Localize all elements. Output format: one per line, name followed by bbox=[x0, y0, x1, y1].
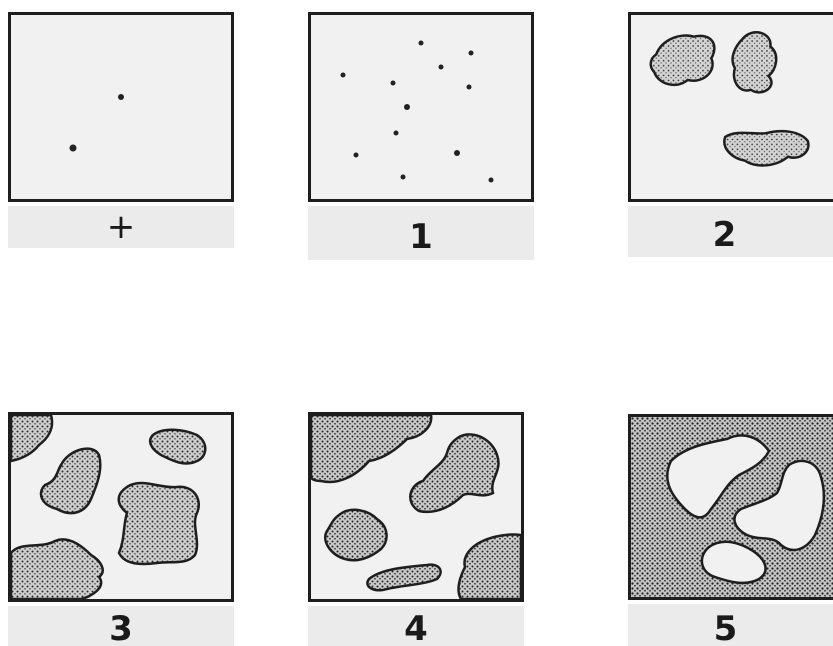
lesion-dot bbox=[489, 178, 494, 183]
panel-3-label: 3 bbox=[109, 612, 133, 646]
panel-plus: + bbox=[8, 12, 234, 248]
lesion-dot bbox=[354, 153, 359, 158]
panel-2-label: 2 bbox=[713, 218, 737, 252]
panel-1-frame bbox=[308, 12, 534, 202]
lesion-dot bbox=[469, 51, 474, 56]
panel-4: 4 bbox=[308, 412, 524, 646]
lesion-patch bbox=[11, 539, 103, 599]
panel-5: 5 bbox=[628, 414, 833, 646]
lesion-patch bbox=[367, 565, 440, 591]
lesion-dot bbox=[70, 145, 77, 152]
panel-1: 1 bbox=[308, 12, 534, 260]
lesion-patch bbox=[150, 430, 205, 464]
panel-plus-drawing bbox=[11, 15, 231, 199]
panel-3-frame bbox=[8, 412, 234, 602]
lesion-dot bbox=[401, 175, 406, 180]
panel-plus-label: + bbox=[107, 210, 136, 244]
panel-3-drawing bbox=[11, 415, 231, 599]
panel-plus-frame bbox=[8, 12, 234, 202]
lesion-patch bbox=[410, 434, 498, 511]
panel-3-label-strip: 3 bbox=[8, 606, 234, 646]
panel-5-label-strip: 5 bbox=[628, 604, 833, 646]
panel-4-label: 4 bbox=[404, 612, 428, 646]
lesion-dot bbox=[404, 104, 410, 110]
lesion-patch bbox=[733, 32, 777, 92]
lesion-dot bbox=[419, 41, 424, 46]
panel-1-drawing bbox=[311, 15, 531, 199]
panel-4-label-strip: 4 bbox=[308, 606, 524, 646]
panel-1-label: 1 bbox=[409, 220, 433, 254]
panel-4-drawing bbox=[311, 415, 521, 599]
panel-5-label: 5 bbox=[714, 612, 738, 646]
lesion-dot bbox=[391, 81, 396, 86]
lesion-patch bbox=[119, 483, 199, 564]
panel-2: 2 bbox=[628, 12, 833, 257]
panel-2-drawing bbox=[631, 15, 833, 199]
lesion-dot bbox=[439, 65, 444, 70]
lesion-patch bbox=[651, 35, 715, 84]
panel-5-frame bbox=[628, 414, 833, 600]
panel-3: 3 bbox=[8, 412, 234, 646]
lesion-patch bbox=[41, 449, 100, 513]
panel-1-label-strip: 1 bbox=[308, 206, 534, 260]
panel-2-frame bbox=[628, 12, 833, 202]
lesion-dot bbox=[467, 85, 472, 90]
panel-5-drawing bbox=[631, 417, 833, 597]
lesion-dot bbox=[454, 150, 460, 156]
lesion-dot bbox=[341, 73, 346, 78]
panel-plus-label-strip: + bbox=[8, 206, 234, 248]
lesion-patch bbox=[311, 415, 431, 482]
lesion-dot bbox=[394, 131, 399, 136]
lesion-patch bbox=[325, 510, 386, 561]
panel-4-frame bbox=[308, 412, 524, 602]
panel-2-label-strip: 2 bbox=[628, 206, 833, 257]
lesion-patch bbox=[11, 415, 52, 461]
lesion-patch bbox=[458, 535, 521, 599]
lesion-dot bbox=[118, 94, 124, 100]
lesion-patch bbox=[724, 131, 808, 165]
